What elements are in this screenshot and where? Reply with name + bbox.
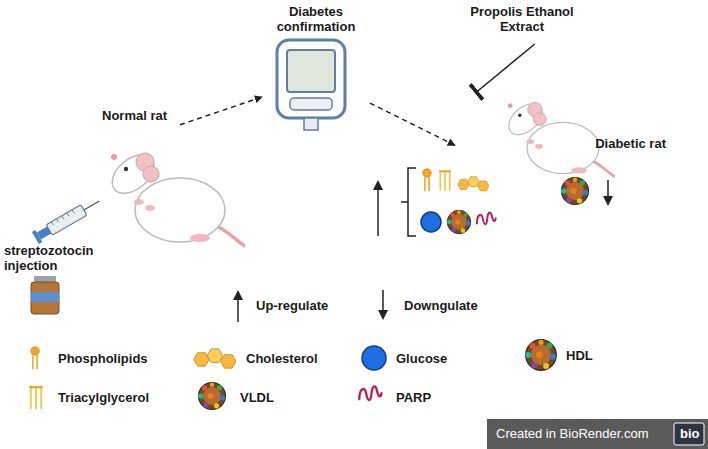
- legend-up-arrow-head: [233, 290, 243, 300]
- legend-label: Phospholipids: [58, 351, 148, 366]
- node-label: Diabetic rat: [595, 136, 666, 151]
- badge: [487, 419, 708, 449]
- meter-box: Diabetes confirmation: [262, 4, 370, 128]
- legend-label: PARP: [396, 390, 431, 405]
- legend-parp-icon: [359, 386, 381, 400]
- legend-label: Downgulate: [404, 298, 478, 313]
- badge-logo: [674, 423, 704, 445]
- process-arrow: [370, 103, 455, 145]
- badge-text: Created in BioRender.com: [496, 426, 648, 441]
- rat-label-box: Diabetic rat: [455, 92, 670, 184]
- treatment-box: Propolis Ethanol Extract: [458, 4, 586, 44]
- hdl-icon: [561, 178, 588, 205]
- legend-label: Cholesterol: [246, 351, 318, 366]
- vial: [31, 276, 59, 314]
- triacylglycerol-icon: [439, 171, 451, 190]
- normal-rat: [105, 147, 245, 246]
- legend-phospholipid-icon: [31, 347, 39, 369]
- parp-icon: [477, 213, 496, 225]
- glucometer: [277, 40, 345, 130]
- legend-down-arrow-head: [378, 310, 388, 320]
- glucose-icon: [421, 212, 441, 232]
- syringe: [32, 195, 103, 244]
- up-arrow-head: [373, 180, 383, 190]
- legend-cholesterol-icon: [194, 349, 236, 368]
- node-label: Normal rat: [98, 108, 180, 123]
- node-label: Diabetes confirmation: [262, 4, 370, 34]
- legend-label: Glucose: [396, 351, 447, 366]
- process-arrow: [180, 97, 262, 125]
- legend-vldl-icon: [198, 383, 225, 410]
- legend-glucose-icon: [362, 346, 386, 370]
- badge-logo-text: bio: [680, 426, 700, 441]
- legend-label: HDL: [566, 348, 593, 363]
- inhibition-line: [477, 44, 535, 92]
- up-arrow: [377, 184, 379, 236]
- legend-hdl-icon: [525, 340, 556, 371]
- down-arrow-head: [603, 196, 613, 206]
- rat-label-box: Normal rat: [98, 108, 180, 132]
- bracket: [401, 168, 416, 236]
- phospholipid-icon: [423, 169, 431, 191]
- legend-label: Up-regulate: [256, 298, 328, 313]
- legend-triacylglycerol-icon: [29, 387, 43, 409]
- vldl-icon: [447, 210, 471, 233]
- node-label: Propolis Ethanol Extract: [458, 4, 586, 34]
- cholesterol-icon: [458, 177, 489, 191]
- legend-label: Triacylglycerol: [58, 390, 149, 405]
- agent-label: streptozotocin injection: [4, 243, 114, 273]
- legend-label: VLDL: [240, 390, 274, 405]
